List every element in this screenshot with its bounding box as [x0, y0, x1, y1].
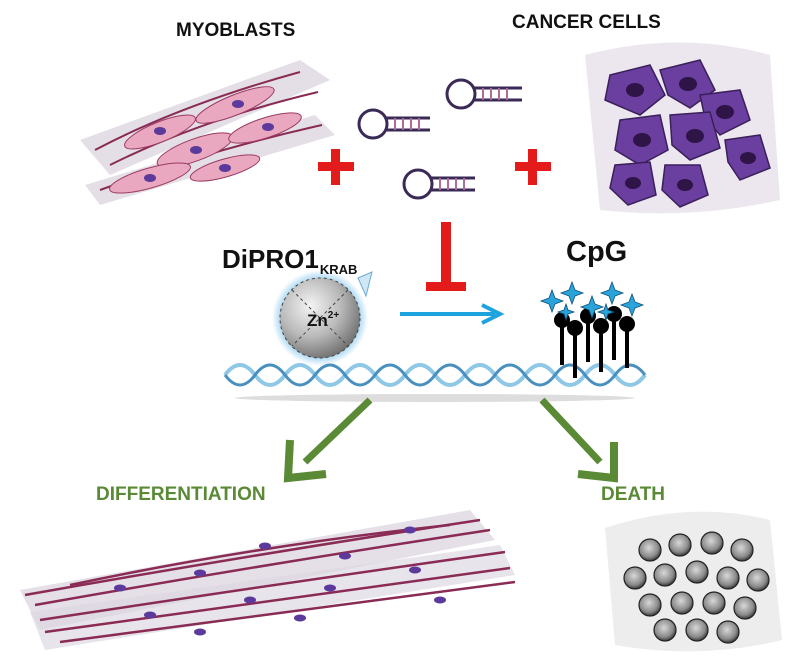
dipro1-label: DiPRO1KRAB	[222, 244, 358, 277]
death-label: DEATH	[601, 484, 666, 505]
zinc-symbol: Zn	[307, 311, 328, 330]
green-arrow-death	[539, 397, 618, 483]
zinc-charge: 2+	[327, 310, 340, 321]
dipro1-name: DiPRO1	[222, 244, 319, 274]
dna-helix	[223, 363, 647, 402]
plus-icon	[318, 149, 354, 185]
plus-icon	[515, 149, 551, 185]
dipro1-subscript: KRAB	[319, 262, 358, 277]
hairpin-rna-icon	[357, 108, 430, 140]
zinc-finger-protein-icon	[272, 270, 373, 366]
cpg-label: CpG	[566, 236, 628, 268]
differentiation-label: DIFFERENTIATION	[96, 484, 266, 505]
blue-arrow	[400, 303, 505, 325]
cancer-cells-label: CANCER CELLS	[512, 12, 661, 33]
zinc-label: Zn2+	[307, 310, 340, 331]
cancer-cells-illustration	[585, 42, 780, 214]
inhibition-icon	[426, 222, 466, 291]
dead-cells-illustration	[605, 511, 782, 652]
myotubes-illustration	[20, 510, 516, 650]
green-arrow-differentiation	[283, 397, 373, 483]
myoblasts-label: MYOBLASTS	[176, 20, 296, 41]
cpg-motif-icon	[539, 280, 645, 378]
myoblasts-illustration	[80, 60, 335, 205]
hairpin-rna-icon	[445, 78, 522, 110]
hairpin-rna-icon	[402, 168, 475, 200]
